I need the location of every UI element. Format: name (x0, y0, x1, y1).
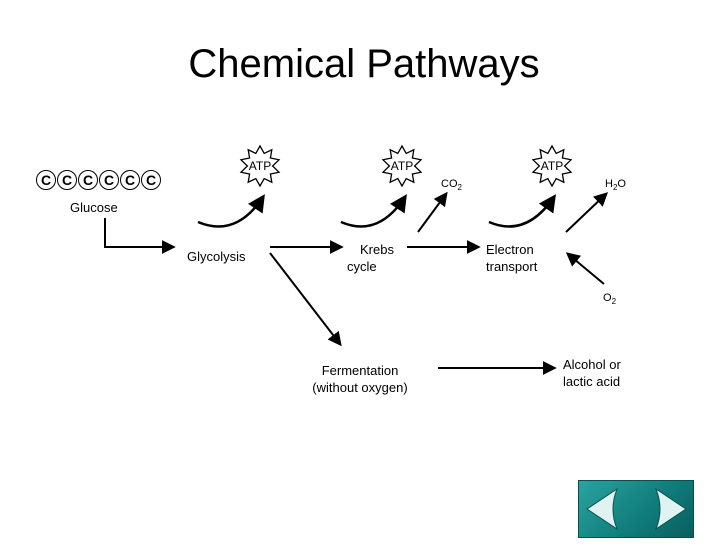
atp-label: ATP (541, 159, 563, 173)
products-line-2: lactic acid (563, 374, 621, 389)
fermentation-label: Fermentation (without oxygen) (300, 362, 420, 396)
h2o-subscript: 2 (612, 183, 618, 193)
atp-burst-icon: ATP (240, 145, 280, 187)
carbon-atom: C (120, 170, 140, 190)
co2-subscript: 2 (457, 183, 462, 193)
carbon-atom: C (99, 170, 119, 190)
atp-burst-icon: ATP (532, 145, 572, 187)
co2-label: CO2 (441, 176, 462, 196)
fermentation-line-2: (without oxygen) (312, 380, 408, 395)
o2-subscript: 2 (611, 297, 617, 307)
products-line-1: Alcohol or (563, 357, 621, 372)
alcohol-lactic-label: Alcohol or lactic acid (563, 356, 621, 390)
o2-base: O (603, 292, 612, 304)
electron-transport-label: Electron transport (486, 241, 537, 275)
krebs-cycle-label: Krebs cycle (340, 241, 400, 275)
glycolysis-label: Glycolysis (187, 249, 246, 264)
krebs-line-1: Krebs (360, 242, 394, 257)
h2o-label: H2O (605, 176, 626, 196)
electron-to-h2o-arrow (565, 192, 609, 233)
next-slide-button[interactable] (636, 481, 694, 537)
electron-atp-arrow (488, 194, 556, 228)
atp-label: ATP (249, 159, 271, 173)
carbon-atom: C (78, 170, 98, 190)
h2o-tail: O (617, 178, 626, 190)
glucose-to-glycolysis-arrow (104, 218, 176, 254)
slide-title: Chemical Pathways (188, 42, 540, 86)
krebs-line-2: cycle (347, 259, 377, 274)
atp-burst-icon: ATP (382, 145, 422, 187)
glucose-label: Glucose (70, 200, 118, 215)
carbon-atom: C (36, 170, 56, 190)
glycolysis-to-fermentation-arrow (269, 252, 342, 347)
h2o-base: H (605, 178, 613, 190)
o2-label: O2 (603, 290, 616, 310)
slide-navigation (578, 480, 694, 538)
carbon-atom: C (57, 170, 77, 190)
fermentation-line-1: Fermentation (321, 363, 399, 378)
right-arrow-icon (654, 487, 687, 531)
o2-to-electron-arrow (565, 252, 605, 285)
electron-line-1: Electron (486, 242, 534, 257)
left-arrow-icon (586, 487, 619, 531)
previous-slide-button[interactable] (579, 481, 637, 537)
co2-base: CO (441, 178, 458, 190)
glycolysis-atp-arrow (197, 194, 265, 228)
atp-label: ATP (391, 159, 413, 173)
carbon-atom: C (141, 170, 161, 190)
krebs-to-co2-arrow (417, 191, 448, 233)
krebs-atp-arrow (340, 194, 407, 228)
electron-line-2: transport (486, 259, 538, 274)
glucose-carbon-chain: C C C C C C (36, 170, 162, 190)
